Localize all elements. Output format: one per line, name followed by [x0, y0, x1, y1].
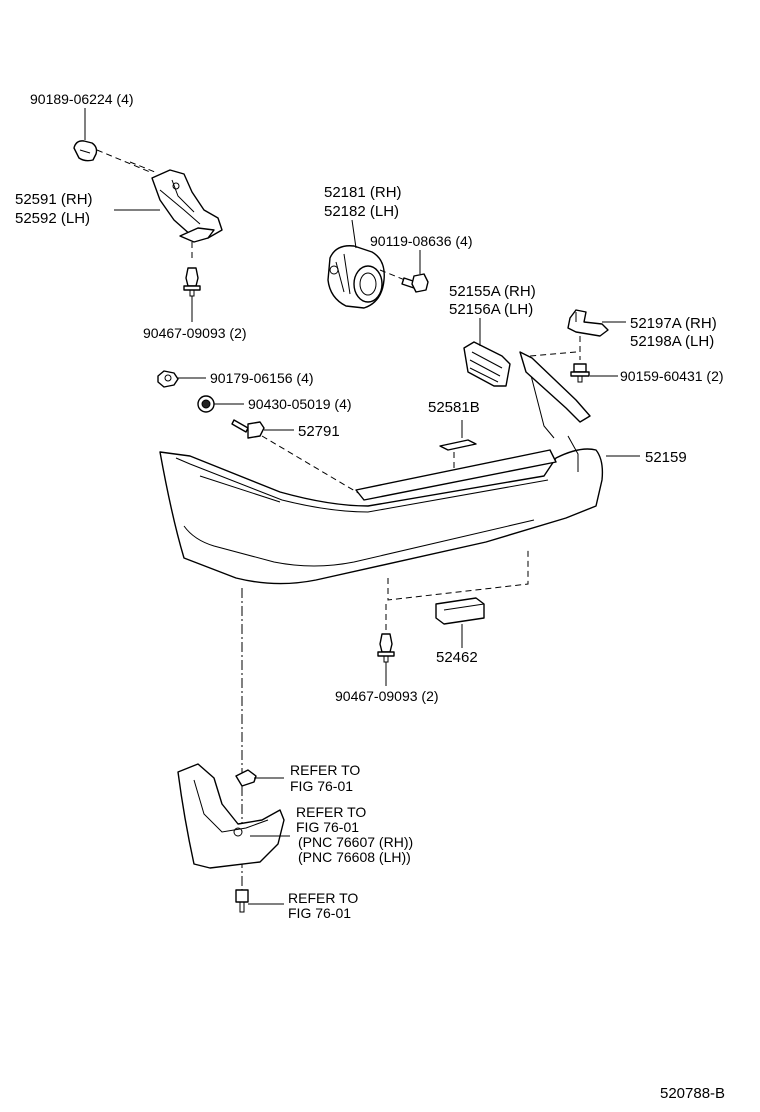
bracket-52591 — [151, 169, 223, 243]
label-bracket-lh: 52592 (LH) — [15, 210, 90, 227]
label-refer3-line2: FIG 76-01 — [288, 905, 351, 921]
label-refer1-line2: FIG 76-01 — [290, 778, 353, 794]
mudguard — [177, 763, 285, 869]
label-screw-90159: 90159-60431 (2) — [620, 368, 724, 384]
label-retainer-lh: 52156A (LH) — [449, 301, 533, 318]
bumper-52159 — [159, 351, 604, 585]
clip-90467-bottom — [377, 633, 395, 663]
label-clip-52791: 52791 — [298, 423, 340, 440]
label-nut-90179: 90179-06156 (4) — [210, 370, 314, 386]
label-refer3-line1: REFER TO — [288, 890, 358, 906]
label-pad-52462: 52462 — [436, 649, 478, 666]
pad-52462 — [435, 597, 485, 625]
screw-mudguard-lower — [235, 889, 249, 913]
figure-id: 520788-B — [660, 1085, 725, 1102]
label-refer2-line1: REFER TO — [296, 804, 366, 820]
label-lamp-rh: 52181 (RH) — [324, 184, 402, 201]
screw-90159 — [570, 363, 590, 383]
label-support-lh: 52198A (LH) — [630, 333, 714, 350]
label-refer2-line3: (PNC 76607 (RH)) — [298, 834, 413, 850]
clip-52791 — [231, 419, 265, 439]
clip-mudguard-upper — [235, 769, 257, 787]
label-clip-90467-top: 90467-09093 (2) — [143, 325, 247, 341]
label-bolt-90189: 90189-06224 (4) — [30, 91, 134, 107]
nut-90179 — [157, 370, 179, 388]
label-refer1-line1: REFER TO — [290, 762, 360, 778]
label-support-rh: 52197A (RH) — [630, 315, 717, 332]
bolt-90119 — [401, 273, 429, 293]
label-clip-90467-bottom: 90467-09093 (2) — [335, 688, 439, 704]
lamp-52181 — [327, 245, 385, 309]
label-pad-52581b: 52581B — [428, 399, 480, 416]
clip-90467-top — [183, 267, 201, 297]
label-refer2-line4: (PNC 76608 (LH)) — [298, 849, 411, 865]
pad-52581b — [439, 439, 477, 451]
label-bolt-90119: 90119-08636 (4) — [370, 233, 472, 249]
support-52197a — [567, 309, 609, 337]
label-bracket-rh: 52591 (RH) — [15, 191, 93, 208]
bolt-90189 — [73, 140, 98, 162]
label-retainer-rh: 52155A (RH) — [449, 283, 536, 300]
label-refer2-line2: FIG 76-01 — [296, 819, 359, 835]
label-lamp-lh: 52182 (LH) — [324, 203, 399, 220]
washer-90430 — [197, 395, 215, 413]
label-washer-90430: 90430-05019 (4) — [248, 396, 352, 412]
retainer-52155a — [463, 341, 511, 387]
label-bumper-52159: 52159 — [645, 449, 687, 466]
